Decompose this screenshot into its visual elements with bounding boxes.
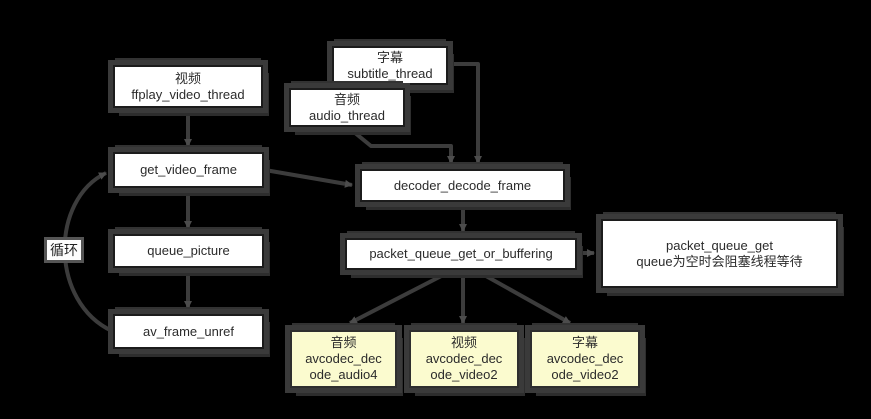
node-get-video-frame: get_video_frame bbox=[113, 152, 264, 188]
node-avcodec-decode-subtitle: 字幕 avcodec_decode_video2 bbox=[530, 330, 640, 388]
node-label-cn: 视频 bbox=[450, 335, 477, 350]
node-avcodec-decode-video2: 视频 avcodec_decode_video2 bbox=[409, 330, 519, 388]
node-label-fn: avcodec_decode_video2 bbox=[546, 351, 624, 382]
node-label-fn: get_video_frame bbox=[140, 162, 237, 177]
node-decoder-decode-frame: decoder_decode_frame bbox=[360, 169, 565, 202]
edge-subtitlethread-to-decoder bbox=[449, 62, 482, 164]
node-packet-queue-get-or-buffering: packet_queue_get_or_buffering bbox=[345, 238, 577, 270]
node-subtitle-thread: 字幕 subtitle_thread bbox=[332, 46, 448, 85]
edge-getvideoframe-to-decoder bbox=[264, 168, 353, 188]
edge-packetqueue-to-subtitledecode bbox=[476, 269, 571, 325]
node-label-fn: subtitle_thread bbox=[347, 65, 433, 81]
node-packet-queue-get-note: packet_queue_get queue为空时会阻塞线程等待 bbox=[601, 219, 838, 288]
edge-audiothread-to-decoder bbox=[347, 126, 455, 164]
node-label-fn: ffplay_video_thread bbox=[131, 86, 245, 102]
node-label-fn: packet_queue_get_or_buffering bbox=[369, 246, 553, 261]
node-label-cn: 音频 bbox=[333, 91, 360, 107]
node-label-cn: 音频 bbox=[330, 335, 357, 350]
node-label-fn: decoder_decode_frame bbox=[393, 177, 532, 193]
node-label-cn: 字幕 bbox=[376, 49, 403, 65]
node-label-fn: packet_queue_get bbox=[666, 237, 773, 253]
node-av-frame-unref: av_frame_unref bbox=[113, 314, 264, 349]
node-label-fn: audio_thread bbox=[309, 107, 385, 123]
node-label-cn: 字幕 bbox=[571, 335, 598, 350]
loop-label: 循环 bbox=[47, 240, 81, 260]
node-label-fn: avcodec_decode_audio4 bbox=[305, 351, 382, 382]
node-queue-picture: queue_picture bbox=[113, 234, 264, 268]
edge-packetqueue-to-audiodecode bbox=[349, 269, 452, 325]
node-note-text: queue为空时会阻塞线程等待 bbox=[636, 253, 803, 269]
node-ffplay-video-thread: 视频 ffplay_video_thread bbox=[113, 65, 263, 108]
node-label-cn: 视频 bbox=[174, 70, 201, 86]
node-label-fn: avcodec_decode_video2 bbox=[425, 351, 503, 382]
node-audio-thread: 音频 audio_thread bbox=[289, 88, 405, 127]
node-avcodec-decode-audio4: 音频 avcodec_decode_audio4 bbox=[290, 330, 397, 388]
node-label-fn: av_frame_unref bbox=[142, 323, 235, 339]
node-label-fn: queue_picture bbox=[147, 243, 230, 258]
